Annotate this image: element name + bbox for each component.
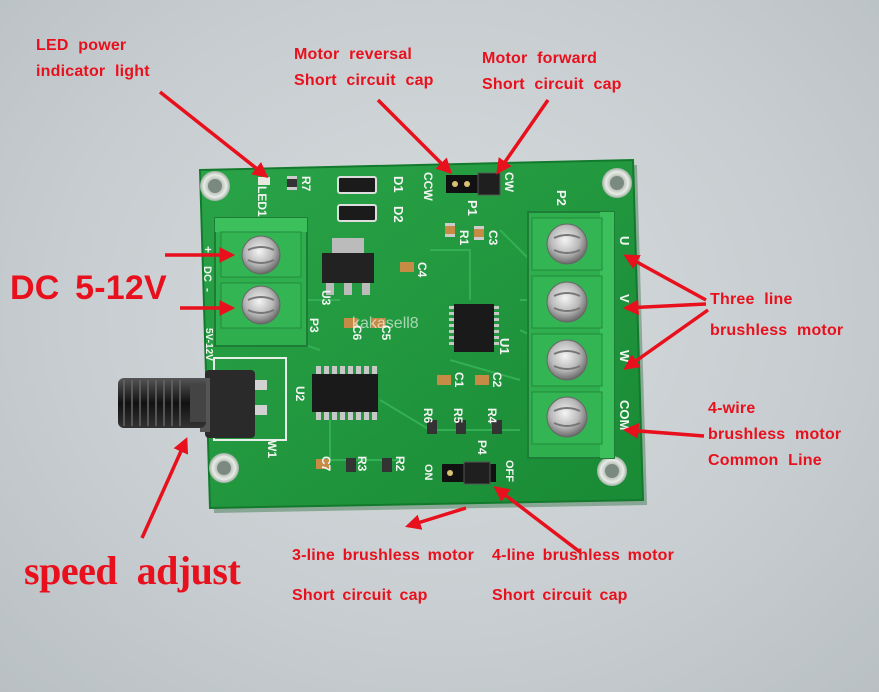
silk-w1: W1 xyxy=(265,440,279,458)
screw xyxy=(546,223,588,265)
silk-cw: CW xyxy=(502,172,516,193)
label-dc-voltage: DC 5-12V xyxy=(10,269,167,307)
silk-r3: R3 xyxy=(355,456,369,472)
silk-r1: R1 xyxy=(457,230,471,246)
silk-u3: U3 xyxy=(319,290,333,306)
silk-c4: C4 xyxy=(415,262,429,278)
silk-minus: - xyxy=(201,288,215,292)
silk-led1: LED1 xyxy=(255,186,269,217)
silk-w: W xyxy=(617,350,632,363)
power-terminal-p3 xyxy=(214,217,308,347)
silk-ccw: CCW xyxy=(421,172,435,201)
silk-v: V xyxy=(617,294,632,303)
silk-d1: D1 xyxy=(391,176,406,193)
motor-terminal-p2 xyxy=(527,211,615,459)
silk-c2: C2 xyxy=(490,372,504,388)
screw xyxy=(546,281,588,323)
silk-r5: R5 xyxy=(451,408,465,424)
silk-u: U xyxy=(617,236,632,245)
silk-c3: C3 xyxy=(486,230,500,246)
watermark: kakasell8 xyxy=(352,315,419,332)
jumper-header-p4 xyxy=(442,461,496,485)
screw xyxy=(241,285,281,325)
silk-p2: P2 xyxy=(554,190,569,206)
silk-plus: + xyxy=(201,246,215,253)
potentiometer-w1 xyxy=(118,357,287,441)
silk-r6: R6 xyxy=(421,408,435,424)
silk-off: OFF xyxy=(503,460,515,482)
silk-p1: P1 xyxy=(465,200,480,216)
silkscreen-labels: LED1 R7 D1 D2 CCW CW P1 P2 R1 C3 C4 U3 C… xyxy=(201,172,632,482)
silk-c5: C5 xyxy=(379,325,393,341)
jumper-header-p1 xyxy=(446,172,501,196)
silk-volt: 5V-12V xyxy=(203,328,214,361)
silk-dc: DC xyxy=(201,266,213,282)
silk-r7: R7 xyxy=(299,176,313,192)
silk-u2: U2 xyxy=(293,386,307,402)
label-speed-adjust: speed adjust xyxy=(24,548,241,593)
silk-r4: R4 xyxy=(485,408,499,424)
annotation-arrows xyxy=(140,90,710,554)
silk-p4: P4 xyxy=(475,440,489,455)
silk-c7: C7 xyxy=(319,456,333,472)
silk-p3: P3 xyxy=(307,318,321,333)
silk-on: ON xyxy=(422,464,434,481)
silk-com: COM xyxy=(617,400,632,430)
screw xyxy=(546,339,588,381)
silk-d2: D2 xyxy=(391,206,406,223)
smd-components xyxy=(258,176,502,472)
screw xyxy=(546,396,588,438)
silk-c1: C1 xyxy=(452,372,466,388)
silk-c6: C6 xyxy=(350,325,364,341)
silk-u1: U1 xyxy=(497,338,512,355)
silk-r2: R2 xyxy=(393,456,407,472)
screw xyxy=(241,235,281,275)
